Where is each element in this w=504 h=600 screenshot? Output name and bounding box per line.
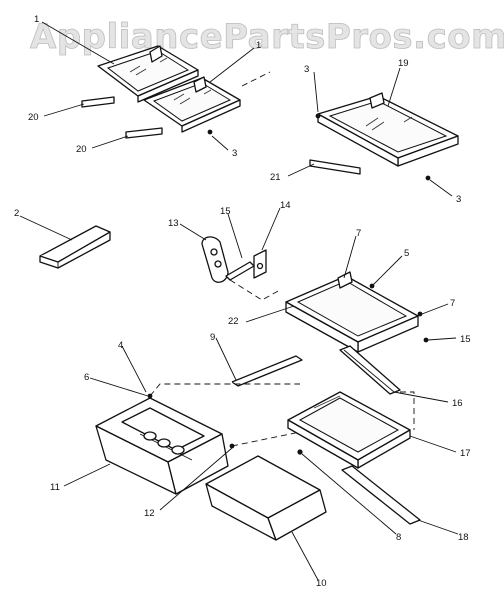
callout-label: 5 <box>404 248 409 259</box>
shelf-right-top <box>317 92 459 167</box>
bracket-14 <box>253 249 267 279</box>
shelf-left-lower <box>143 76 241 133</box>
bracket-15 <box>225 261 255 281</box>
screw-icon <box>297 449 303 455</box>
callout-label: 3 <box>232 148 237 159</box>
screw-icon <box>425 175 431 181</box>
callout-label: 19 <box>398 58 409 69</box>
callout-label: 14 <box>280 200 291 211</box>
callout-label: 13 <box>168 218 179 229</box>
callout-label: 17 <box>460 448 471 459</box>
drawer-11 <box>95 397 229 495</box>
callout-label: 21 <box>270 172 281 183</box>
callout-label: 7 <box>450 298 455 309</box>
callout-label: 16 <box>452 398 463 409</box>
callout-label: 11 <box>50 482 60 493</box>
trim-strip-right <box>309 159 361 175</box>
rail-18 <box>341 465 421 525</box>
bracket-13 <box>201 236 229 283</box>
callout-label: 1 <box>34 14 39 25</box>
screw-icon <box>417 311 423 317</box>
drawer-10 <box>205 455 327 541</box>
callout-label: 15 <box>460 334 471 345</box>
callout-label: 1 <box>256 40 261 51</box>
shelf-middle <box>285 271 419 353</box>
callout-label: 12 <box>144 508 155 519</box>
watermark-text: AppliancePartsPros.com <box>30 17 504 57</box>
callout-label: 10 <box>316 578 327 589</box>
trim-strip-lower <box>125 127 163 139</box>
callout-label: 20 <box>76 144 87 155</box>
callout-label: 6 <box>84 372 89 383</box>
callout-label: 15 <box>220 206 231 217</box>
small-bin <box>39 225 111 269</box>
screw-icon <box>315 113 321 119</box>
callout-label: 18 <box>458 532 469 543</box>
callout-label: 8 <box>396 532 401 543</box>
divider-rod <box>231 355 303 387</box>
callout-label: 20 <box>28 112 39 123</box>
trim-strip-upper <box>81 96 115 108</box>
crisper-cover <box>287 391 411 469</box>
callout-label: 4 <box>118 340 123 351</box>
screw-icon <box>423 337 429 343</box>
callout-label: 22 <box>228 316 239 327</box>
callout-label: 3 <box>304 64 309 75</box>
callout-labels: 1 1 20 20 3 3 19 21 3 2 13 15 14 7 5 7 2… <box>14 14 471 589</box>
callout-label: 9 <box>210 332 215 343</box>
callout-label: 2 <box>14 208 19 219</box>
shelf-left-upper <box>97 45 199 103</box>
callout-label: 3 <box>456 194 461 205</box>
rail-16 <box>339 345 401 395</box>
screw-icon <box>207 129 213 135</box>
callout-label: 7 <box>356 228 361 239</box>
